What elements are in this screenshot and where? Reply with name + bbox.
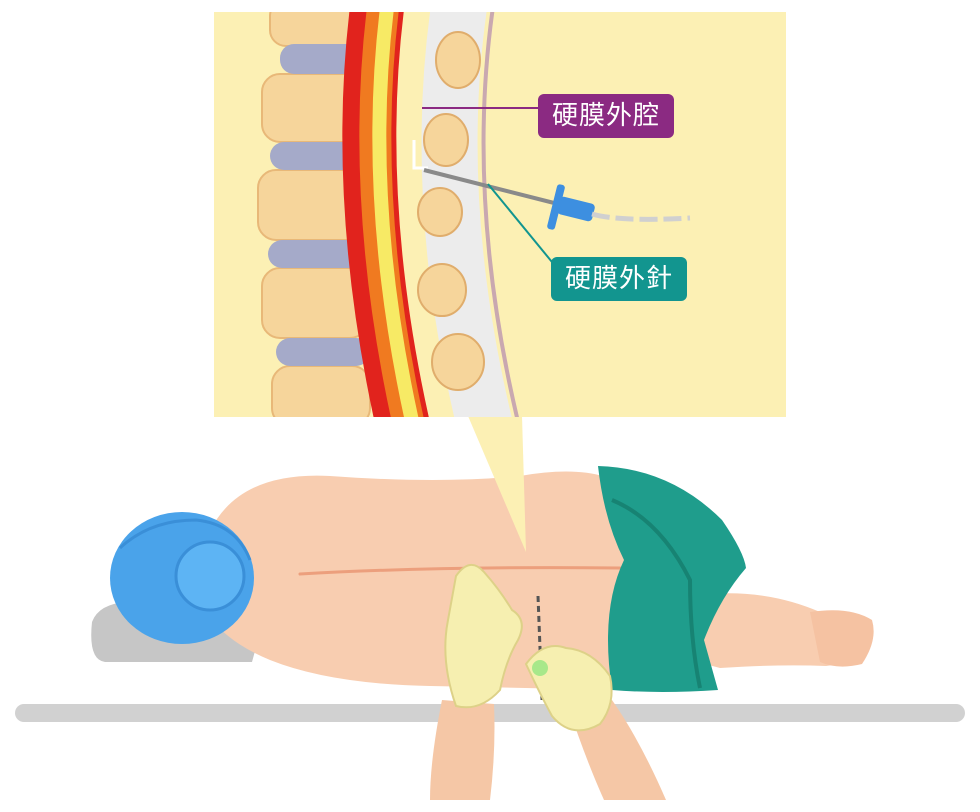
surgical-drape (598, 466, 746, 692)
patient-foot (810, 610, 874, 667)
spinous-process (435, 31, 481, 89)
needle-hub (547, 184, 595, 230)
drape-fold (611, 498, 702, 689)
spinous-process (417, 263, 467, 317)
gloved-hands (430, 564, 666, 800)
spine-line (298, 566, 622, 576)
intervertebral-disc (270, 142, 364, 170)
glove-left (444, 564, 523, 709)
intervertebral-disc (268, 240, 366, 268)
epidural-needle-label: 硬膜外針 (551, 257, 688, 301)
spinal-cord (372, 12, 419, 417)
inset-pointer (468, 416, 526, 552)
epidural-needle-leader (487, 183, 553, 263)
patient-back (200, 471, 640, 690)
forearm-left (430, 700, 495, 800)
catheter-tube (591, 211, 691, 222)
spinous-process (417, 187, 463, 237)
syringe-tip (532, 660, 548, 676)
needle-at-skin (536, 595, 544, 701)
spinous-process (423, 113, 469, 167)
vertebra (271, 365, 371, 417)
spine-cross-section-inset (214, 12, 786, 417)
spinous-process (431, 333, 485, 391)
intervertebral-disc (276, 338, 370, 366)
epidural-space-label: 硬膜外腔 (538, 94, 675, 138)
intervertebral-disc (280, 44, 364, 74)
surgical-cap (110, 512, 254, 644)
needle-shaft (423, 168, 567, 208)
catheter-tip (412, 140, 428, 170)
ligament-edge (481, 12, 519, 417)
